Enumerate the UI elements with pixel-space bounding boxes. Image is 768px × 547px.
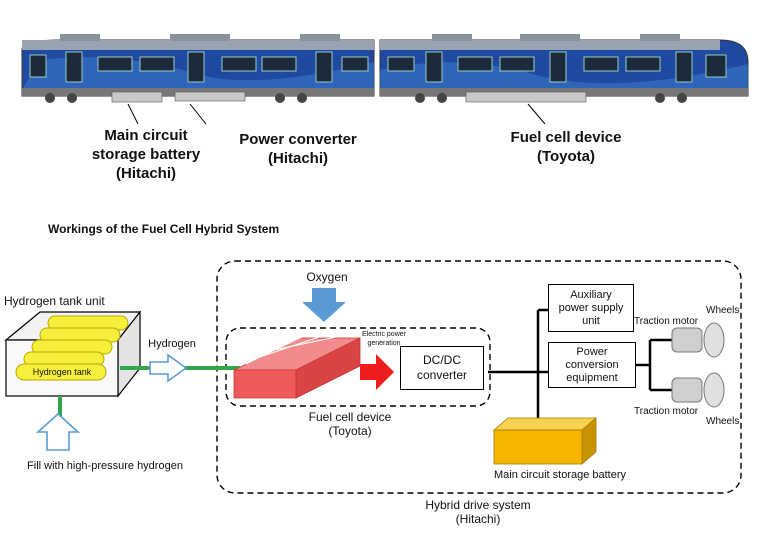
train-label-battery: Main circuit storage battery (Hitachi) <box>91 127 201 182</box>
traction-motor-top <box>671 322 725 358</box>
power-lines <box>488 308 672 420</box>
train-car-left <box>21 34 375 103</box>
train-car-right <box>379 34 749 103</box>
electric-power-label: Electric power generation <box>362 331 406 347</box>
hydrogen-arrow <box>149 353 188 383</box>
diagram-title: Workings of the Fuel Cell Hybrid System <box>48 222 280 236</box>
wheels-top-label: Wheels <box>706 305 740 316</box>
train-label-fuelcell: Fuel cell device (Toyota) <box>510 129 622 165</box>
hybrid-drive-label: Hybrid drive system (Hitachi) <box>425 498 531 526</box>
fuel-cell-stack <box>233 333 361 399</box>
train-label-converter: Power converter (Hitachi) <box>239 131 357 167</box>
fuel-cell-device-label: Fuel cell device (Toyota) <box>308 410 392 438</box>
electric-power-arrow <box>360 354 394 390</box>
oxygen-label: Oxygen <box>306 270 348 284</box>
hydrogen-tank-unit-label: Hydrogen tank unit <box>4 294 105 308</box>
hybrid-drive-boundary <box>216 260 742 494</box>
pointer-fuelcell <box>527 103 546 125</box>
oxygen-arrow <box>302 288 346 322</box>
pointer-battery <box>127 103 139 125</box>
fill-arrow <box>35 412 81 451</box>
main-battery-block <box>492 417 598 465</box>
fill-label: Fill with high-pressure hydrogen <box>27 460 183 472</box>
wheels-bottom-label: Wheels <box>706 416 740 427</box>
traction-motor-top-label: Traction motor <box>634 316 699 327</box>
traction-motor-bottom <box>671 372 725 408</box>
hydrogen-tank-unit <box>4 310 142 398</box>
hydrogen-label: Hydrogen <box>148 338 196 350</box>
hydrogen-tank-label: Hydrogen tank <box>32 367 92 377</box>
pointer-converter <box>189 103 207 125</box>
main-battery-label: Main circuit storage battery <box>493 469 627 481</box>
traction-motor-bottom-label: Traction motor <box>634 406 699 417</box>
